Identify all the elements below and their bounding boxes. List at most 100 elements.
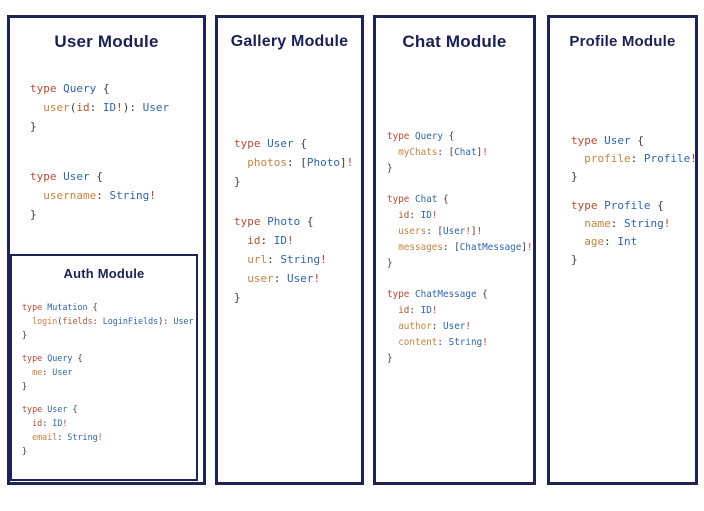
code-token-type: Query [63,82,103,95]
code-line: type Chat { [387,192,533,208]
code-token-bang: ! [465,226,472,237]
code-token-punct: { [77,353,83,363]
code-line: me: User [22,365,196,379]
code-block: type User { id: ID! email: String!} [22,402,196,458]
code-token-type: String [448,337,483,348]
code-line: } [571,168,695,186]
code-token-keyword: type [387,131,415,142]
code-token-punct [22,316,32,326]
code-block: type Chat { id: ID! users: [User!]! mess… [387,192,533,272]
code-token-bang: ! [346,156,354,169]
code-token-punct: ( [57,316,63,326]
code-token-field: email [32,432,58,442]
code-token-punct: } [571,253,578,266]
code-line: id: ID! [387,303,533,319]
code-line: } [22,328,196,342]
code-token-punct: } [30,120,37,133]
code-line: type User { [30,167,203,186]
code-token-type: Query [47,353,78,363]
code-token-bang: ! [431,210,438,221]
code-token-type: Mutation [47,302,93,312]
code-token-punct: { [96,170,103,183]
code-token-type: User [604,134,638,147]
code-token-punct: ] [476,147,483,158]
code-line: url: String! [234,250,361,269]
code-token-field: user [43,101,70,114]
code-token-arg: id [32,418,43,428]
code-token-punct: : [409,305,421,316]
code-line: name: String! [571,215,695,233]
code-token-punct: } [30,208,37,221]
code-block: type User { photos: [Photo]!} [234,134,361,191]
code-line: } [30,117,203,136]
code-block: type Mutation { login(fields: LoginField… [22,300,196,342]
code-token-type: ChatMessage [459,242,522,253]
code-token-punct [22,432,32,442]
code-token-punct: : [42,418,53,428]
code-line: id: ID! [22,416,196,430]
code-token-field: profile [584,152,631,165]
code-block: type User { username: String!} [30,167,203,224]
code-line: } [234,172,361,191]
code-line: user(id: ID!): User [30,98,203,117]
code-block: type Photo { id: ID! url: String! user: … [234,212,361,307]
code-line: type User { [234,134,361,153]
code-token-punct: : [426,226,438,237]
code-token-punct [22,418,32,428]
code-token-field: messages [398,242,443,253]
code-token-bang: ! [62,418,68,428]
code-token-punct [571,152,584,165]
code-token-punct [22,367,32,377]
code-line: age: Int [571,233,695,251]
code-line: type ChatMessage { [387,287,533,303]
code-token-punct [387,321,398,332]
code-token-bang: ! [465,321,471,332]
code-token-bang: ! [116,101,123,114]
code-token-punct: [ [454,242,460,253]
code-token-punct: ] [471,226,477,237]
panel-title-auth-module: Auth Module [63,266,145,281]
code-token-arg: id [398,305,410,316]
code-token-punct: { [300,137,307,150]
code-token-type: Photo [267,215,307,228]
code-line: messages: [ChatMessage]! [387,240,533,256]
code-token-punct: [ [300,156,307,169]
code-line: } [234,288,361,307]
code-block: type Profile { name: String! age: Int} [571,197,695,269]
code-token-bang: ! [476,226,483,237]
code-token-punct: : [630,152,644,165]
code-line: } [30,205,203,224]
panel-title-profile-module: Profile Module [569,33,676,50]
code-token-punct: } [22,446,28,456]
code-block: type ChatMessage { id: ID! author: User!… [387,287,533,367]
code-token-type: User [52,367,73,377]
code-token-keyword: type [571,199,605,212]
code-line: type Query { [387,129,533,145]
code-token-punct [30,101,43,114]
code-token-field: me [32,367,43,377]
code-token-type: User [443,321,466,332]
code-line: } [22,379,196,393]
code-token-keyword: type [234,137,268,150]
code-token-punct: : [610,217,624,230]
code-token-bang: ! [431,305,438,316]
code-token-arg: id [398,210,410,221]
code-token-keyword: type [387,194,415,205]
code-token-punct: : [409,210,421,221]
code-token-type: ID [52,418,63,428]
code-token-bang: ! [690,152,697,165]
code-token-keyword: type [22,404,48,414]
code-line: type Query { [30,79,203,98]
code-token-punct: { [102,82,110,95]
chat-module-code: type Query { myChats: [Chat]!}type Chat … [376,129,533,367]
code-line: type Mutation { [22,300,196,314]
code-token-punct: { [657,199,664,212]
code-token-type: User [63,170,97,183]
user-module-code: type Query { user(id: ID!): User}type Us… [10,79,203,224]
code-line: type User { [22,402,196,416]
code-token-bang: ! [320,253,327,266]
auth-module-code: type Mutation { login(fields: LoginField… [12,300,196,458]
code-token-punct: { [92,302,98,312]
code-token-punct: : [96,189,110,202]
gallery-module-panel: Gallery Module type User { photos: [Phot… [215,15,364,485]
